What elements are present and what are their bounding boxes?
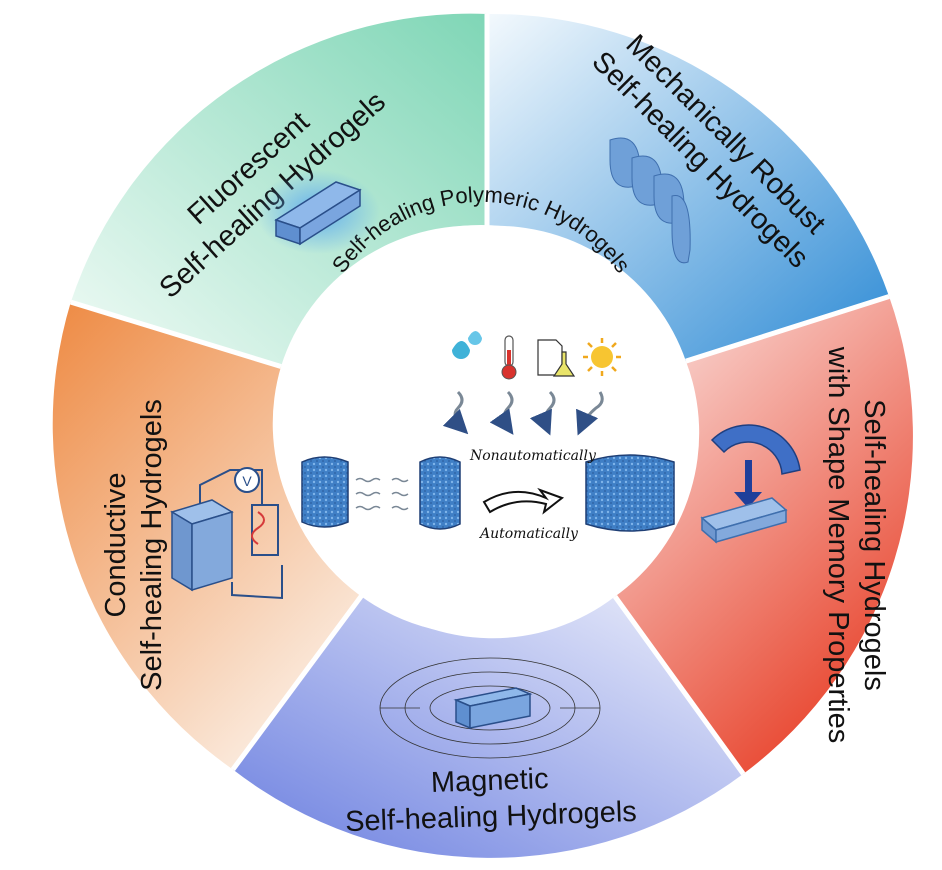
- shape-memory-title: Self-healing Hydrogels with Shape Memory…: [822, 346, 890, 744]
- segment-mechanical: [487, 13, 890, 362]
- automatically-label: Automatically: [478, 526, 579, 542]
- svg-text:Self-healing Hydrogels: Self-healing Hydrogels: [858, 399, 890, 691]
- conductive-title: Conductive Self-healing Hydrogels: [100, 399, 168, 691]
- segment-separators: [70, 14, 890, 776]
- svg-text:Self-healing Hydrogels: Self-healing Hydrogels: [136, 399, 168, 691]
- svg-text:Magnetic: Magnetic: [430, 763, 549, 799]
- healing-wave-arrows: [355, 477, 409, 511]
- shape-memory-arrow-icon: [700, 424, 801, 544]
- svg-text:Conductive: Conductive: [100, 472, 132, 617]
- water-icon: [452, 331, 482, 359]
- hydrogel-cube-icon: [301, 454, 675, 532]
- twisted-ribbon-icon: [609, 137, 691, 264]
- healing-arrow-icon: [482, 487, 565, 515]
- magnet-block-icon: [379, 657, 601, 759]
- nonautomatically-label: Nonautomatically: [469, 448, 597, 464]
- chemical-flask-icon: [537, 339, 576, 377]
- thermometer-icon: [501, 335, 517, 380]
- svg-text:V: V: [242, 473, 252, 489]
- svg-text:with Shape Memory Properties: with Shape Memory Properties: [822, 346, 854, 744]
- center-disk: [276, 225, 686, 635]
- stimulus-arrows: [442, 390, 604, 436]
- sun-icon: [583, 338, 621, 376]
- circuit-voltmeter-icon: V: [170, 467, 283, 600]
- segment-shape-memory: [615, 296, 913, 774]
- glowing-block-icon: [256, 170, 380, 254]
